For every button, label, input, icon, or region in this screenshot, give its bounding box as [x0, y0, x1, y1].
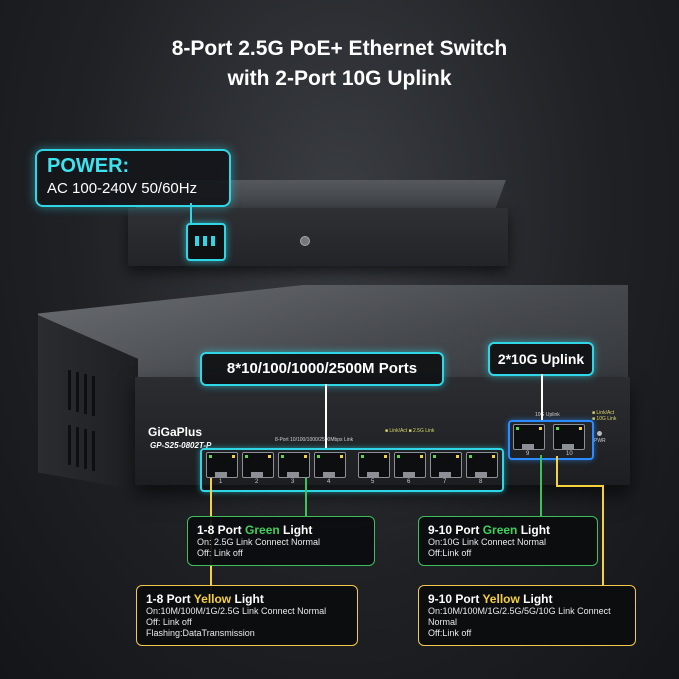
info-yellow-1-8-line-2: Flashing:DataTransmission: [146, 628, 255, 638]
port-led-icon: [516, 427, 519, 430]
pwr-label: PWR: [594, 438, 606, 444]
info-yellow-1-8-line-1: Off: Link off: [146, 617, 192, 627]
port-led-icon: [397, 455, 400, 458]
port-led-icon: [232, 455, 235, 458]
port-led-icon: [340, 455, 343, 458]
uplink-tag: 2*10G Uplink: [488, 342, 594, 376]
port-led-icon: [456, 455, 459, 458]
info-yellow-1-8-heading: 1-8 Port Yellow Light: [146, 592, 264, 606]
ethernet-port-4: [314, 452, 346, 478]
ports-tag: 8*10/100/1000/2500M Ports: [200, 352, 444, 386]
model-number: GP-S25-0802T-P: [150, 441, 212, 450]
yellow-9-10-line-b: [556, 485, 604, 487]
port-number: 2: [255, 479, 259, 485]
info-green-9-10-line-0: On:10G Link Connect Normal: [428, 537, 547, 547]
port-led-icon: [245, 455, 248, 458]
port-number: 1: [219, 479, 223, 485]
port-led-icon: [209, 455, 212, 458]
power-socket-icon: [186, 223, 226, 261]
info-yellow-9-10-heading: 9-10 Port Yellow Light: [428, 592, 553, 606]
port-number: 4: [327, 479, 331, 485]
port-group-1-8: [200, 448, 504, 492]
info-green-9-10-line-1: Off:Link off: [428, 548, 472, 558]
port-led-icon: [539, 427, 542, 430]
title-line-1: 8-Port 2.5G PoE+ Ethernet Switch: [171, 37, 508, 60]
power-led-icon: [597, 431, 602, 436]
info-green-9-10-heading: 9-10 Port Green Light: [428, 523, 551, 537]
port-led-icon: [268, 455, 271, 458]
port-led-icon: [579, 427, 582, 430]
page-title: 8-Port 2.5G PoE+ Ethernet Switch with 2-…: [0, 34, 679, 94]
port-number: 5: [371, 479, 375, 485]
green-1-8-line: [305, 472, 307, 516]
ports-tag-line: [325, 384, 327, 448]
uplink-port-label: 10G Uplink: [535, 412, 560, 418]
power-callout: POWER: AC 100-240V 50/60Hz: [35, 149, 231, 207]
ethernet-port-2: [242, 452, 274, 478]
ground-screw-icon: [300, 236, 310, 246]
port-led-icon: [281, 455, 284, 458]
info-green-1-8-heading: 1-8 Port Green Light: [197, 523, 313, 537]
green-9-10-line: [540, 455, 542, 517]
uplink-tag-line: [541, 374, 543, 420]
rear-switch-panel: [128, 208, 508, 266]
port-group-9-10: [508, 420, 594, 460]
power-connector-line: [190, 203, 192, 225]
port-led-icon: [492, 455, 495, 458]
power-label: POWER:: [47, 155, 130, 177]
info-green-1-8: 1-8 Port Green Light On: 2.5G Link Conne…: [187, 516, 375, 566]
port-led-icon: [469, 455, 472, 458]
ethernet-port-9: [513, 424, 545, 450]
info-yellow-9-10-line-2: Off:Link off: [428, 628, 472, 638]
port-led-icon: [384, 455, 387, 458]
port-number: 6: [407, 479, 411, 485]
info-green-9-10: 9-10 Port Green Light On:10G Link Connec…: [418, 516, 598, 566]
port-number: 7: [443, 479, 447, 485]
info-yellow-1-8: 1-8 Port Yellow Light On:10M/100M/1G/2.5…: [136, 585, 358, 646]
info-yellow-1-8-line-0: On:10M/100M/1G/2.5G Link Connect Normal: [146, 606, 327, 616]
ethernet-port-3: [278, 452, 310, 478]
info-green-1-8-line-0: On: 2.5G Link Connect Normal: [197, 537, 321, 547]
port-number: 3: [291, 479, 295, 485]
info-yellow-9-10-line-0: On:10M/100M/1G/2.5G/5G/10G Link Connect: [428, 606, 611, 616]
info-green-1-8-line-1: Off: Link off: [197, 548, 243, 558]
yellow-9-10-line-a: [556, 456, 558, 486]
power-spec: AC 100-240V 50/60Hz: [47, 180, 198, 197]
ethernet-port-7: [430, 452, 462, 478]
brand-logo: GiGaPlus: [148, 425, 203, 439]
info-yellow-9-10-line-1: Normal: [428, 617, 458, 627]
ethernet-port-10: [553, 424, 585, 450]
port-number: 8: [479, 479, 483, 485]
port-led-icon: [361, 455, 364, 458]
port-led-icon: [556, 427, 559, 430]
port-number: 9: [526, 451, 530, 457]
link-legend-8: ■ Link/Act ■ 2.5G Link: [385, 428, 435, 434]
port-led-icon: [420, 455, 423, 458]
uplink-legend: ■ Link/Act ■ 10G Link: [592, 410, 617, 422]
port-led-icon: [317, 455, 320, 458]
port-led-icon: [433, 455, 436, 458]
ethernet-port-5: [358, 452, 390, 478]
port-number: 10: [566, 451, 573, 457]
port-led-icon: [304, 455, 307, 458]
port-speed-label: 8-Port 10/100/1000/2500Mbps Link: [275, 437, 354, 443]
yellow-9-10-line-c: [602, 485, 604, 585]
ethernet-port-1: [206, 452, 238, 478]
ethernet-port-6: [394, 452, 426, 478]
ethernet-port-8: [466, 452, 498, 478]
info-yellow-9-10: 9-10 Port Yellow Light On:10M/100M/1G/2.…: [418, 585, 636, 646]
title-line-2: with 2-Port 10G Uplink: [227, 67, 452, 90]
